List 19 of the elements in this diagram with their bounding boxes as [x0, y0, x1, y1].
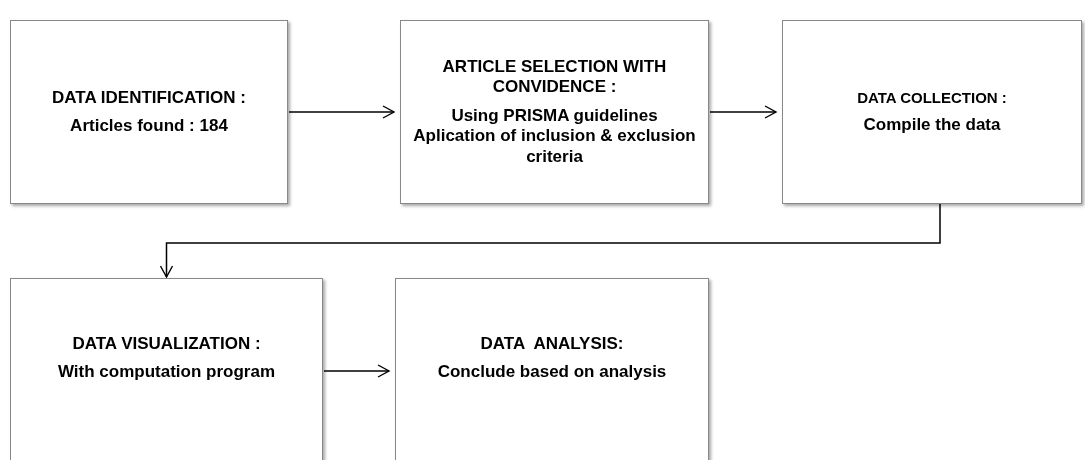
box-text: With computation program [57, 362, 276, 383]
box-text: Compile the data [863, 114, 1001, 136]
process-box [10, 20, 288, 204]
box-heading: ARTICLE SELECTION WITH CONVIDENCE : [441, 57, 668, 98]
box-heading: DATA VISUALIZATION : [72, 333, 261, 354]
box-text: Articles found : 184 [70, 116, 228, 137]
arrow [288, 105, 395, 119]
box-text: Conclude based on analysis [437, 362, 667, 383]
arrow [323, 364, 390, 378]
box-heading: DATA COLLECTION : [857, 88, 1007, 107]
process-box [395, 278, 709, 460]
process-box [10, 278, 323, 460]
box-heading: DATA IDENTIFICATION : [52, 87, 246, 108]
box-heading: DATA ANALYSIS: [480, 333, 624, 354]
arrow [159, 203, 941, 278]
box-text: Using PRISMA guidelines Aplication of inclusion & exclusion criteria [413, 105, 696, 167]
process-box [782, 20, 1082, 204]
arrow [709, 105, 777, 119]
process-box [400, 20, 709, 204]
